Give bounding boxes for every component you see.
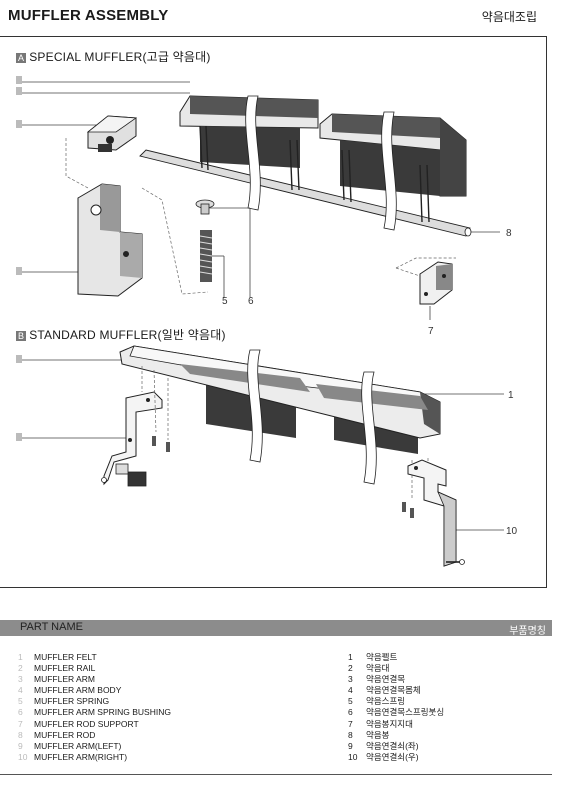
rod-support-part xyxy=(419,261,453,320)
section-b-badge: B xyxy=(16,331,27,341)
screws-b xyxy=(152,436,414,518)
spring-part xyxy=(199,230,225,298)
muffler-assembly-diagram: 5 6 8 7 xyxy=(16,76,518,567)
muffler-arm-body-part xyxy=(77,183,143,297)
page-title-korean: 약음대조립 xyxy=(481,10,537,24)
parts-title-korean: 부품명칭 xyxy=(509,626,546,637)
diagram-frame xyxy=(0,36,547,588)
callout-1: 1 xyxy=(508,390,514,401)
bottom-divider xyxy=(0,774,552,775)
assembly-dashes-a xyxy=(65,138,456,295)
callout-7: 7 xyxy=(428,326,434,337)
rail-supports xyxy=(199,125,430,223)
leader-lines-b xyxy=(22,359,504,531)
spring-bushing-part xyxy=(195,199,251,298)
binding-straps-a xyxy=(245,95,397,231)
callout-5: 5 xyxy=(222,296,228,307)
muffler-arm-left-part xyxy=(101,391,163,487)
leader-lines-a xyxy=(22,81,500,273)
parts-header-bar: PART NAME 부품명칭 xyxy=(0,620,552,637)
page-header: MUFFLER ASSEMBLY 약음대조립 xyxy=(0,0,567,34)
callout-10: 10 xyxy=(506,526,518,537)
section-a-title: SPECIAL MUFFLER(고급 약음대) xyxy=(29,50,211,64)
blurred-callouts-b xyxy=(16,355,22,441)
blurred-callouts-a xyxy=(16,76,22,275)
special-muffler-rail xyxy=(179,95,467,197)
page-title: MUFFLER ASSEMBLY xyxy=(8,7,169,24)
parts-title: PART NAME xyxy=(20,621,83,633)
muffler-arm-right-part xyxy=(407,459,465,567)
binding-straps-b xyxy=(247,349,377,485)
section-b-title: STANDARD MUFFLER(일반 약음대) xyxy=(29,328,226,342)
section-a-badge: A xyxy=(16,53,27,63)
callout-8: 8 xyxy=(506,228,512,239)
muffler-arm-part xyxy=(86,115,138,152)
callout-6: 6 xyxy=(248,296,254,307)
